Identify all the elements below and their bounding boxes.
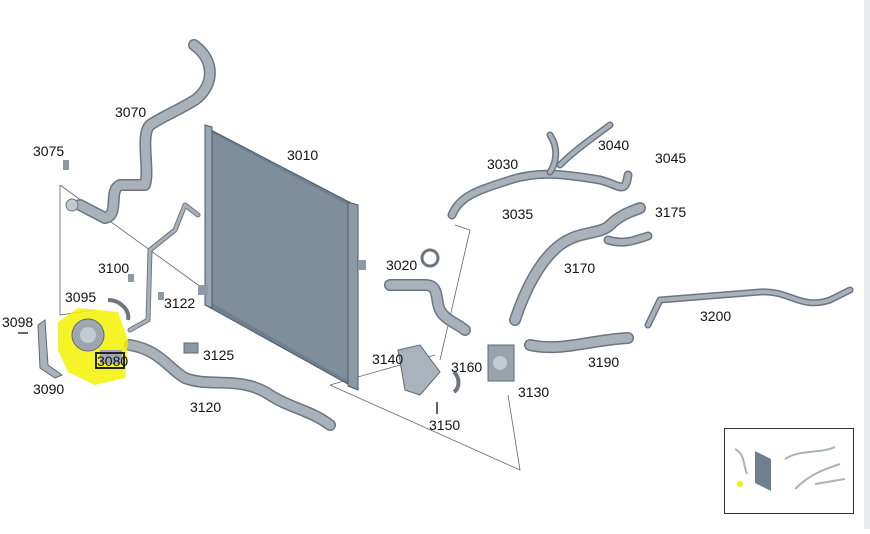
label-3175: 3175 (655, 204, 687, 220)
pipe-3100 (127, 202, 201, 333)
label-3035: 3035 (502, 206, 534, 222)
label-3200: 3200 (700, 308, 732, 324)
thumbnail-diagram (727, 431, 851, 511)
hose-3020 (384, 248, 471, 336)
label-3045: 3045 (655, 150, 687, 166)
hose-3190 (524, 332, 634, 354)
bracket-3090 (18, 319, 64, 379)
label-3095: 3095 (65, 289, 97, 305)
selected-part-box (95, 352, 125, 369)
label-3098: 3098 (2, 314, 34, 330)
label-3090: 3090 (33, 381, 65, 397)
label-3040: 3040 (598, 137, 630, 153)
hose-3120 (124, 339, 336, 431)
label-3160: 3160 (451, 359, 483, 375)
label-3122: 3122 (164, 295, 196, 311)
overview-thumbnail[interactable] (724, 428, 854, 514)
label-3070: 3070 (115, 104, 147, 120)
hose-3070 (65, 39, 216, 224)
label-3190: 3190 (588, 354, 620, 370)
radiator-3010 (198, 124, 366, 391)
label-3080: 3080 (97, 353, 129, 369)
label-3130: 3130 (518, 384, 550, 400)
label-3010: 3010 (287, 147, 319, 163)
label-3140: 3140 (372, 351, 404, 367)
label-3150: 3150 (429, 417, 461, 433)
label-3075: 3075 (33, 143, 65, 159)
small-fasteners (63, 160, 199, 354)
label-3170: 3170 (564, 260, 596, 276)
label-3125: 3125 (203, 347, 235, 363)
label-3100: 3100 (98, 260, 130, 276)
label-3020: 3020 (386, 257, 418, 273)
label-3030: 3030 (487, 156, 519, 172)
label-3120: 3120 (190, 399, 222, 415)
hose-3170 (509, 202, 653, 326)
clip-3095 (107, 298, 131, 321)
pump-3080 (58, 308, 128, 385)
pipe-3200 (644, 286, 854, 329)
hose-3030 (447, 121, 633, 220)
scrollbar-track[interactable] (864, 0, 870, 529)
thermostat-3130 (397, 344, 515, 414)
